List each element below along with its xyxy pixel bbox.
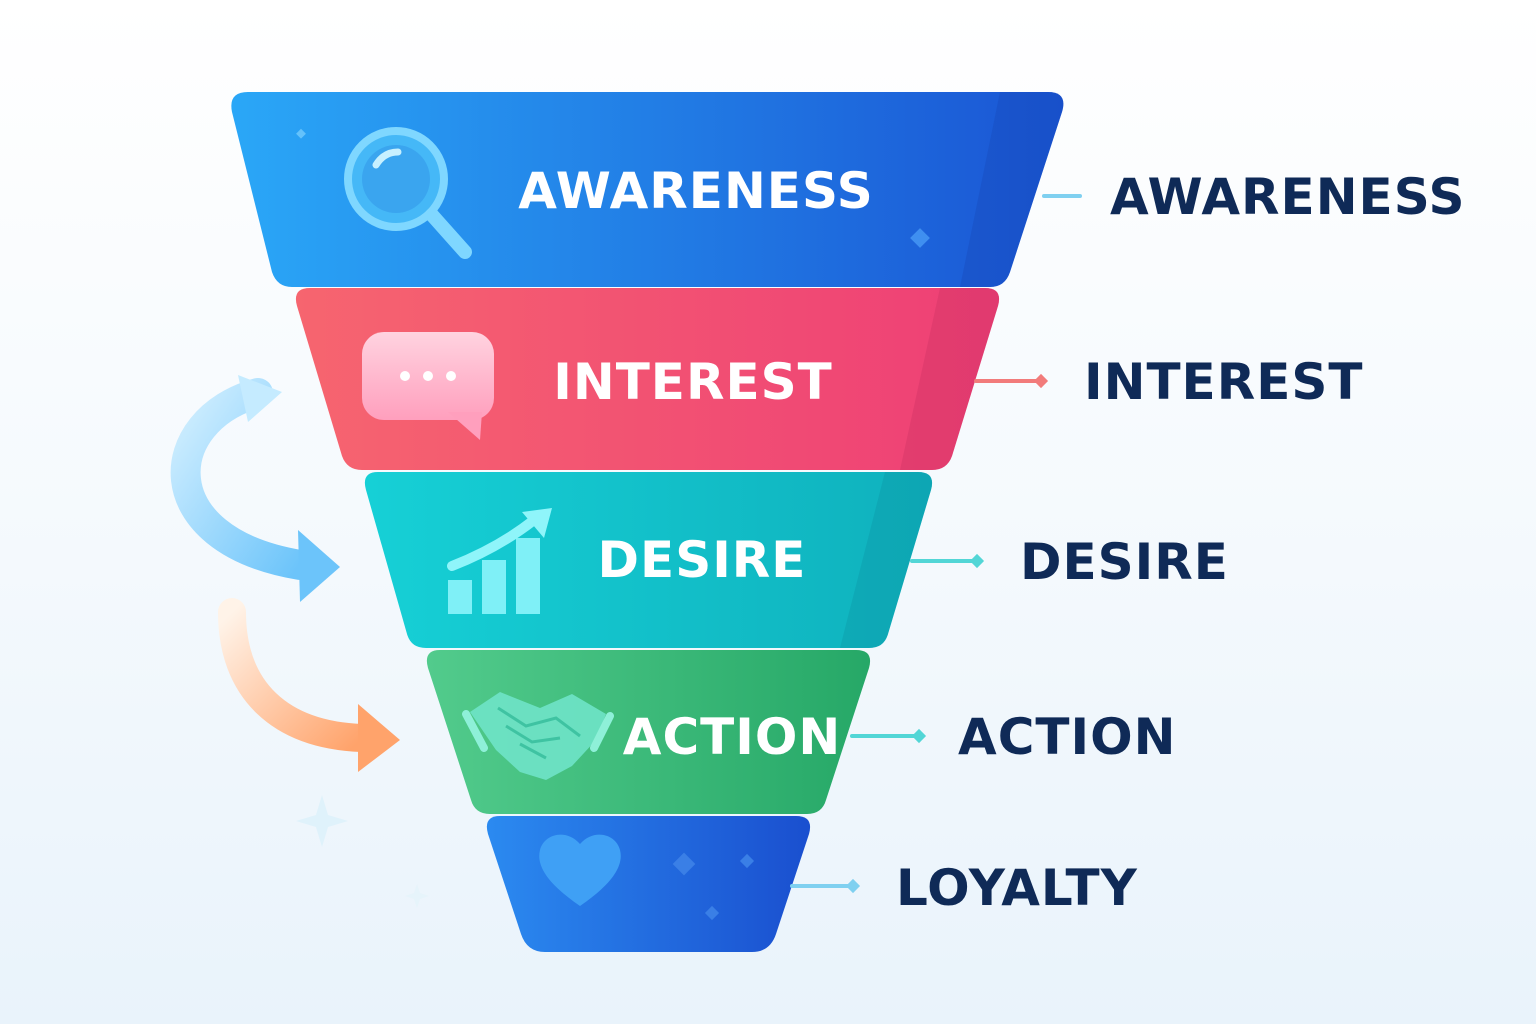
side-label-desire: DESIRE: [1020, 533, 1229, 591]
magnifier-icon: [344, 127, 472, 259]
chat-bubble-icon: [362, 332, 494, 440]
band-label-awareness: AWARENESS: [518, 162, 873, 220]
funnel-stage-loyalty: [486, 816, 811, 952]
loop-arrow-orange: [218, 598, 400, 772]
connector-loyalty: [790, 878, 861, 894]
funnel-stage-desire: [364, 472, 933, 648]
side-label-loyalty: LOYALTY: [896, 859, 1138, 917]
side-label-action: ACTION: [958, 708, 1176, 766]
heart-icon: [539, 834, 621, 906]
funnel-stage-interest: [295, 288, 1000, 470]
growth-chart-icon: [447, 508, 552, 614]
loop-arrow-blue: [170, 375, 340, 602]
band-label-action: ACTION: [623, 708, 841, 766]
sparkle-icon: [296, 795, 429, 908]
funnel-stage-action: [426, 650, 871, 814]
side-label-interest: INTEREST: [1084, 353, 1363, 411]
band-label-desire: DESIRE: [598, 531, 807, 589]
side-label-awareness: AWARENESS: [1110, 168, 1465, 226]
band-label-interest: INTEREST: [553, 353, 832, 411]
funnel-stage-awareness: [231, 92, 1064, 287]
connector-desire: [910, 553, 985, 569]
connector-action: [850, 728, 927, 744]
connector-interest: [974, 373, 1049, 389]
handshake-icon: [462, 692, 614, 780]
